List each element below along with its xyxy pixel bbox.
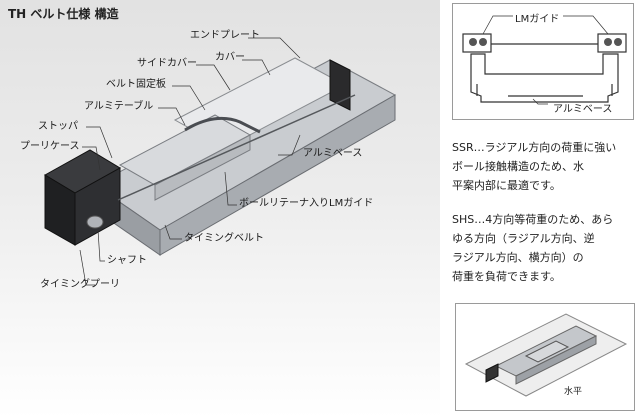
belt-fixing-plate-label: ベルト固定板 xyxy=(106,79,166,90)
ssr-line: SSR…ラジアル方向の荷重に強い xyxy=(452,141,617,154)
end-plate-label: エンドプレート xyxy=(190,30,260,41)
cross-section-base-label: アルミベース xyxy=(553,104,613,115)
cover-label: カバー xyxy=(215,52,245,63)
actuator-illustration xyxy=(44,37,397,286)
shs-line: SHS…4方向等荷重のため、あら xyxy=(452,213,614,226)
timing-pulley-label: タイミングプーリ xyxy=(40,279,120,290)
cross-section-diagram xyxy=(462,15,627,105)
ssr-line: ボール接触構造のため、水 xyxy=(452,160,584,173)
cross-section-inset: LMガイド アルミベース xyxy=(452,3,634,120)
shs-line: 荷重を負荷できます。 xyxy=(452,270,561,283)
pulley-case-label: プーリケース xyxy=(20,141,80,152)
shs-description: SHS…4方向等荷重のため、あら ゆる方向（ラジアル方向、逆 ラジアル方向、横方… xyxy=(452,210,634,286)
horizontal-mount-diagram xyxy=(464,313,628,397)
page-title: TH ベルト仕様 構造 xyxy=(8,7,119,21)
timing-belt-label: タイミングベルト xyxy=(184,233,264,244)
structure-panel: TH ベルト仕様 構造 xyxy=(0,0,440,419)
side-cover-label: サイドカバー xyxy=(137,58,197,69)
shs-line: ラジアル方向、横方向）の xyxy=(452,251,584,264)
stopper-label: ストッパ xyxy=(38,121,78,132)
ssr-line: 平案内部に最適です。 xyxy=(452,179,561,192)
cross-section-lm-guide-label: LMガイド xyxy=(515,14,560,25)
aluminum-table-label: アルミテーブル xyxy=(84,101,154,112)
ssr-description: SSR…ラジアル方向の荷重に強い ボール接触構造のため、水 平案内部に最適です。 xyxy=(452,138,634,195)
aluminum-base-label: アルミベース xyxy=(303,148,363,159)
shs-line: ゆる方向（ラジアル方向、逆 xyxy=(452,232,595,245)
horizontal-label: 水平 xyxy=(564,387,583,397)
lm-guide-label: ボールリテーナ入りLMガイド xyxy=(239,198,374,209)
mounting-inset: 水平 xyxy=(455,303,635,411)
shaft-label: シャフト xyxy=(107,255,147,266)
